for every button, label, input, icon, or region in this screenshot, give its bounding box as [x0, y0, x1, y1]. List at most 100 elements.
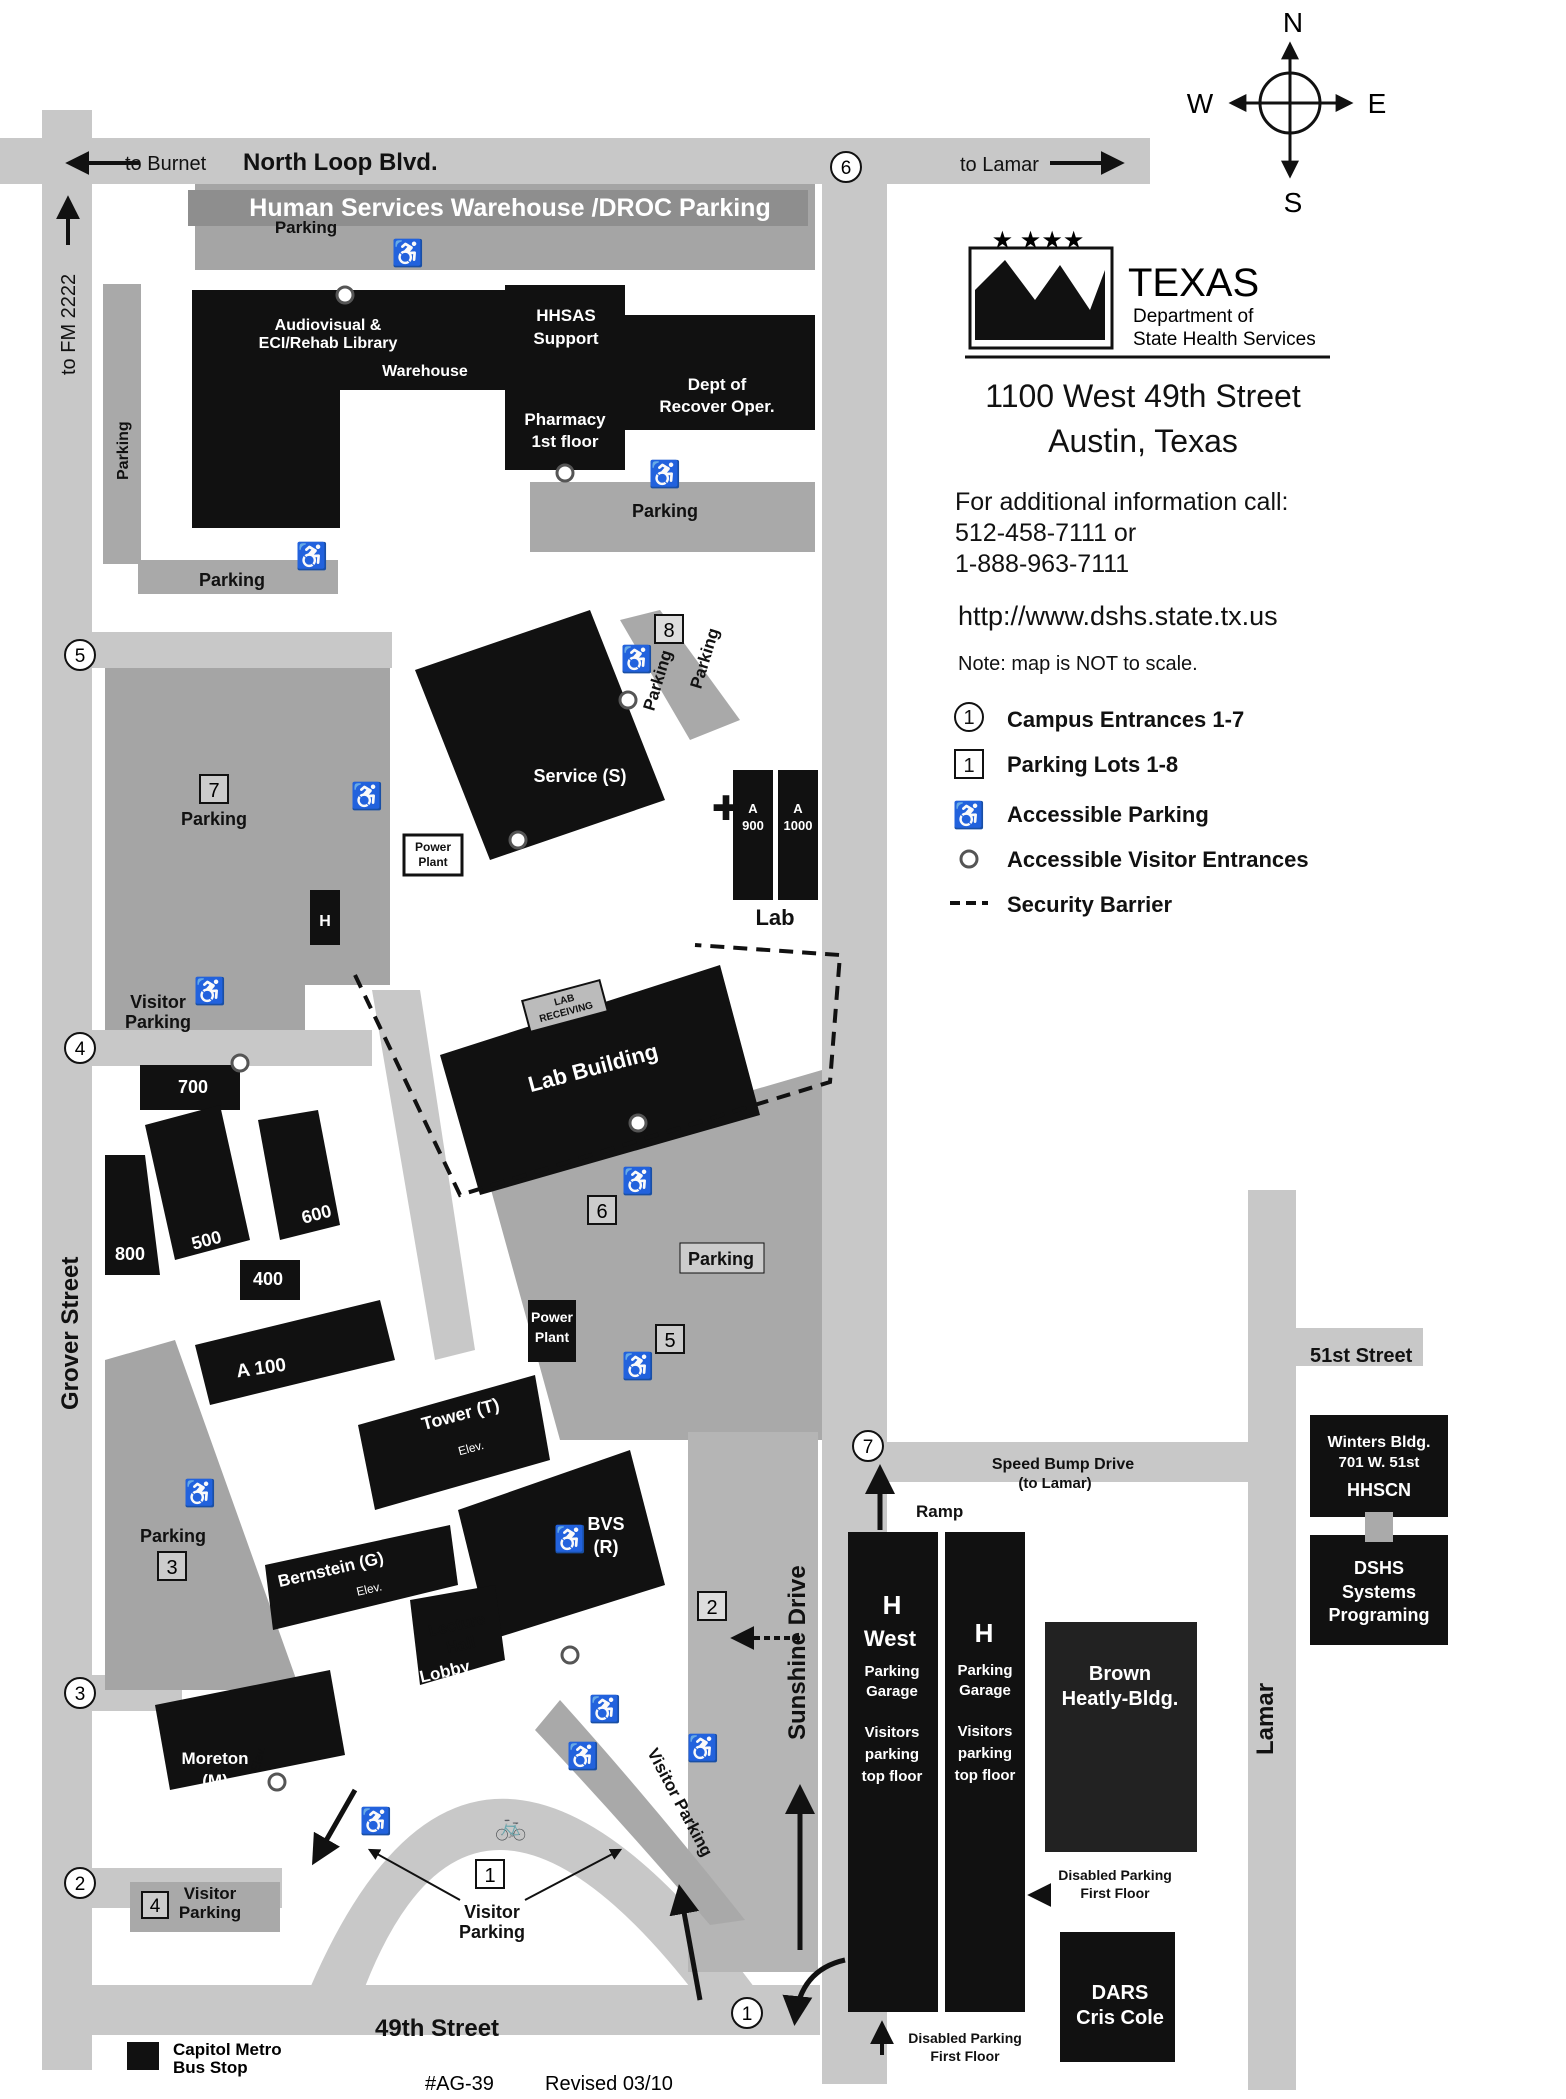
moreton-elev-label: Elev. — [248, 1745, 268, 1774]
lot7-box — [199, 774, 229, 804]
lot4-visitor-label: Visitor — [184, 1884, 237, 1903]
visitor-entrance-icon — [335, 285, 355, 305]
entrance5-number: 5 — [75, 646, 86, 667]
logo-line1: Department of — [1133, 306, 1254, 327]
to-lamar-top-label: to Lamar — [960, 154, 1039, 176]
compass: N S E W — [1187, 7, 1387, 218]
lot7 — [105, 668, 390, 1030]
brown-heatly — [1045, 1622, 1197, 1852]
accessible-parking-icon: ♿ — [567, 1741, 599, 1771]
h-label: H — [319, 913, 331, 930]
ramp-label: Ramp — [916, 1502, 963, 1521]
compass-w: W — [1187, 88, 1214, 119]
droc-line1: Dept of — [688, 375, 747, 394]
garage-east-line4: parking — [958, 1745, 1012, 1762]
speed-bump-sub: (to Lamar) — [1018, 1475, 1091, 1492]
address-line1: 1100 West 49th Street — [985, 378, 1301, 414]
logo-title: TEXAS — [1128, 261, 1259, 305]
legend-entrance-label: Campus Entrances 1-7 — [1007, 707, 1244, 732]
service-building — [415, 610, 665, 860]
lot8-box — [654, 614, 684, 644]
bvs-building — [458, 1450, 665, 1640]
address-line2: Austin, Texas — [1048, 423, 1238, 459]
visitor-entrance-icon — [230, 1053, 250, 1073]
lab-receiving-box — [520, 978, 610, 1034]
51st-road — [1248, 1328, 1423, 1366]
logo-line2: State Health Services — [1133, 329, 1316, 350]
a1000-building — [778, 770, 818, 900]
service-label: Service (S) — [533, 766, 626, 786]
lot7-number: 7 — [208, 780, 219, 802]
garage-east-line5: top floor — [955, 1767, 1016, 1784]
accessible-parking-icon: ♿ — [589, 1694, 621, 1724]
accessible-parking-icon: ♿ — [687, 1733, 719, 1763]
a900-building — [733, 770, 773, 900]
garage-west-line2: Garage — [866, 1683, 918, 1700]
entrance7-circle — [852, 1430, 884, 1462]
pharmacy-line1: Pharmacy — [524, 410, 606, 429]
dshs-line3: Programing — [1328, 1605, 1429, 1625]
winters-line3: HHSCN — [1347, 1480, 1411, 1500]
lot8-number: 8 — [663, 620, 674, 642]
b700-label: 700 — [178, 1077, 208, 1097]
visitor-entrance-icon — [508, 830, 528, 850]
power-plant-2 — [528, 1300, 576, 1362]
a100-building — [195, 1300, 395, 1405]
entrance4-number: 4 — [75, 1039, 86, 1060]
51st-label: 51st Street — [1310, 1345, 1413, 1367]
note-text: Note: map is NOT to scale. — [958, 653, 1198, 675]
visitor-entrance-icon — [267, 1772, 287, 1792]
garage-east — [945, 1532, 1025, 2012]
lab-label: Lab — [755, 905, 794, 930]
speed-bump-label: Speed Bump Drive — [992, 1456, 1134, 1473]
dshs-systems-building — [1310, 1535, 1448, 1645]
b500-building — [145, 1105, 250, 1260]
visitor-parking-strip — [535, 1700, 745, 1925]
lecture-hall-building — [410, 1585, 505, 1685]
info-line2: 512-458-7111 or — [955, 519, 1136, 547]
accessible-parking-icon: ♿ — [351, 781, 383, 811]
grover-label: Grover Street — [57, 1257, 84, 1410]
garage-east-line1: Parking — [957, 1662, 1012, 1679]
info-panel: 1100 West 49th Street Austin, Texas For … — [955, 378, 1301, 675]
lot4-box — [141, 1891, 169, 1919]
accessible-parking-icon: ♿ — [649, 459, 681, 489]
arrows — [56, 151, 1125, 2055]
bus-stop-line2: Bus Stop — [173, 2058, 248, 2077]
entrance3-number: 3 — [75, 1684, 86, 1705]
a900-line2: 900 — [742, 818, 764, 833]
lower-left-parking — [138, 560, 338, 594]
49th-road — [60, 1985, 820, 2035]
lot6-parking-box — [679, 1242, 765, 1274]
lot3-box — [157, 1551, 187, 1581]
b400-building — [240, 1260, 300, 1300]
entrance1-number: 1 — [742, 2004, 753, 2025]
info-line1: For additional information call: — [955, 488, 1289, 516]
lot6-parking-label: Parking — [688, 1249, 754, 1269]
winters-line2: 701 W. 51st — [1339, 1454, 1420, 1471]
lamar-road — [1248, 1190, 1296, 2090]
power-plant-1-line1: Power — [415, 840, 451, 854]
lot7-visitor-label: Visitor — [130, 992, 186, 1012]
garage-west — [848, 1532, 938, 2012]
accessible-parking-icon: ♿ — [184, 1478, 216, 1508]
hhsas-building — [505, 285, 815, 470]
lot1-number: 1 — [484, 1865, 495, 1887]
parking-lots — [103, 184, 822, 1972]
accessible-parking-icon: ♿ — [360, 1806, 392, 1836]
dshs-logo: ★ ★★★ TEXAS Department of State Health S… — [965, 227, 1330, 359]
compass-e: E — [1368, 88, 1387, 119]
legend-lot-label: Parking Lots 1-8 — [1007, 752, 1178, 777]
b800-label: 800 — [115, 1244, 145, 1264]
speed-bump-road — [860, 1442, 1260, 1482]
lot7-parking-label: Parking — [181, 809, 247, 829]
legend-visitor-entrance-icon — [959, 849, 979, 869]
hhsas-line2: Support — [533, 329, 598, 348]
top-parking-label: Parking — [275, 218, 337, 237]
garage-east-line3: Visitors — [958, 1723, 1013, 1740]
dars-line2: Cris Cole — [1076, 2007, 1164, 2029]
visitor-entrance-icon — [618, 690, 638, 710]
url-text: http://www.dshs.state.tx.us — [958, 601, 1278, 631]
compass-n: N — [1283, 7, 1303, 38]
visitor-entrance-icons — [230, 285, 648, 1792]
